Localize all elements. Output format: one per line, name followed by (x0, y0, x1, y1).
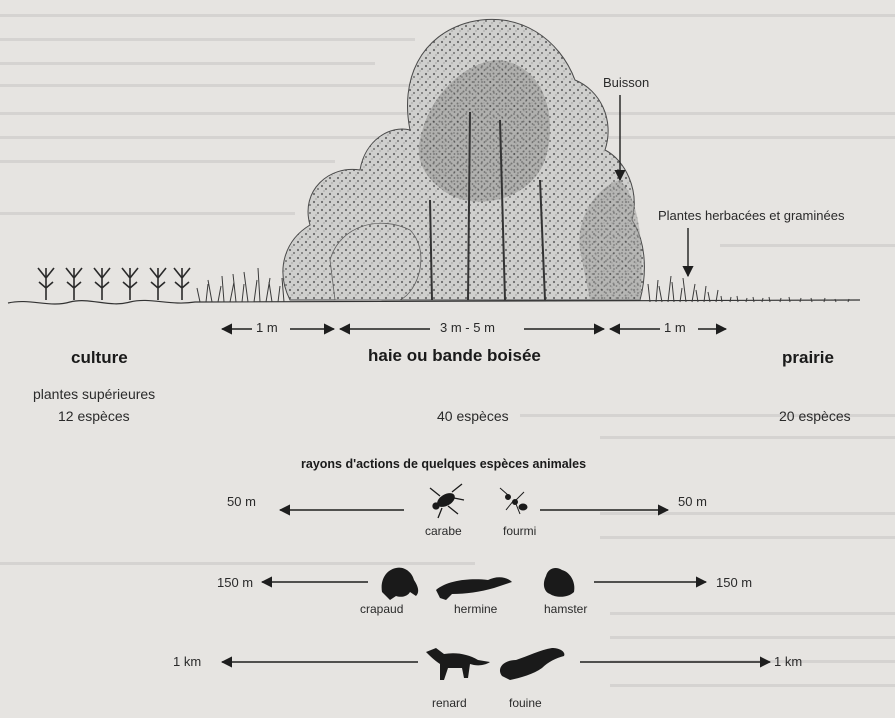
haie-species-count: 40 espèces (437, 408, 509, 424)
animal-renard-label: renard (432, 696, 467, 710)
hamster-icon (544, 568, 574, 597)
range-50-left-label: 50 m (227, 494, 256, 509)
width-right-label: 1 m (664, 320, 686, 335)
zone-haie-title: haie ou bande boisée (368, 346, 541, 366)
animal-hermine-label: hermine (454, 602, 497, 616)
range-50-right-label: 50 m (678, 494, 707, 509)
fouine-icon (500, 648, 564, 680)
width-middle-label: 3 m - 5 m (440, 320, 495, 335)
crapaud-icon (382, 568, 419, 600)
zone-culture-title: culture (71, 348, 128, 368)
animal-carabe-label: carabe (425, 524, 462, 538)
prairie-species-count: 20 espèces (779, 408, 851, 424)
animal-fourmi-label: fourmi (503, 524, 536, 538)
carabe-icon (430, 484, 464, 518)
culture-subtitle: plantes supérieures (33, 386, 155, 402)
animals-section-title: rayons d'actions de quelques espèces ani… (301, 457, 586, 471)
animal-crapaud-label: crapaud (360, 602, 403, 616)
zone-prairie-title: prairie (782, 348, 834, 368)
width-left-label: 1 m (256, 320, 278, 335)
culture-species-count: 12 espèces (58, 408, 130, 424)
range-150-right-label: 150 m (716, 575, 752, 590)
hermine-icon (436, 577, 512, 600)
animal-fouine-label: fouine (509, 696, 542, 710)
animal-hamster-label: hamster (544, 602, 587, 616)
range-1km-left-label: 1 km (173, 654, 201, 669)
hedge-illustration (283, 19, 644, 300)
range-1km-right-label: 1 km (774, 654, 802, 669)
range-150-left-label: 150 m (217, 575, 253, 590)
ground-line (8, 300, 860, 304)
crop-plants (38, 268, 190, 300)
buisson-label: Buisson (603, 75, 649, 90)
renard-icon (426, 648, 490, 680)
fourmi-icon (500, 488, 527, 514)
plantes-herbacees-label: Plantes herbacées et graminées (658, 208, 844, 223)
